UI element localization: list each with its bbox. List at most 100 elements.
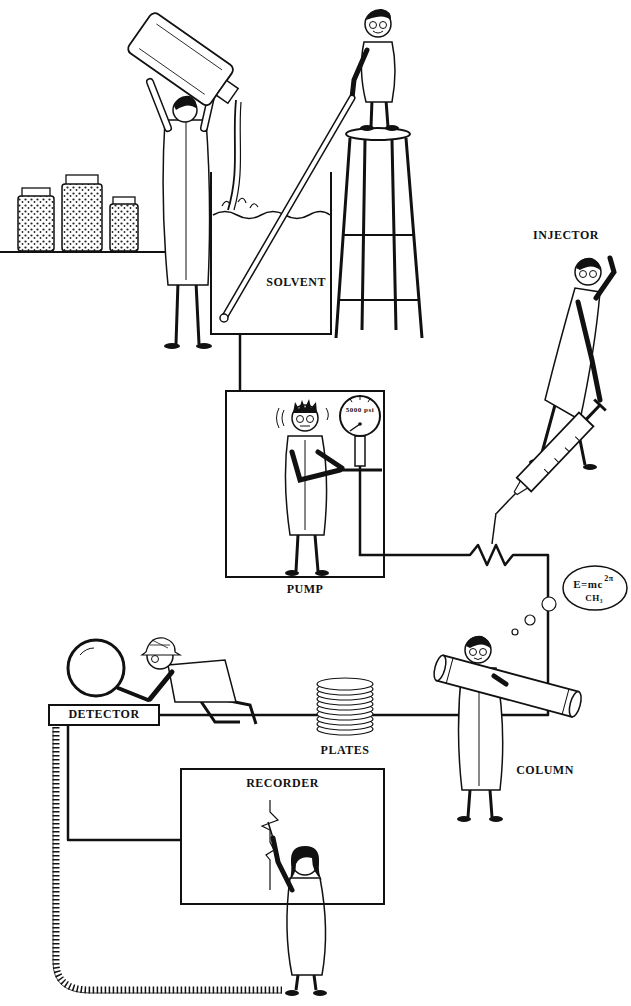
pump-gauge — [358, 422, 362, 426]
label-anchor: E=mc — [573, 578, 603, 591]
pump-gauge — [340, 396, 380, 436]
pump-chemist — [292, 452, 340, 480]
column-chemist — [494, 676, 506, 684]
column-chemist — [432, 654, 584, 718]
signal-cable — [56, 727, 282, 990]
pouring-chemist — [139, 24, 222, 94]
node-label: RECORDER — [246, 776, 319, 790]
node-label: SOLVENT — [266, 275, 326, 289]
recorder-chemist — [268, 822, 327, 996]
detector-chemist — [118, 688, 148, 700]
column-chemist — [512, 629, 518, 635]
stool — [336, 128, 422, 338]
recorder-chemist — [268, 822, 273, 838]
stirring-chemist — [220, 9, 399, 322]
stirring-chemist — [385, 125, 399, 131]
label-anchor: 2π — [604, 574, 613, 583]
node-label: DETECTOR — [68, 707, 139, 721]
injector-chemist — [590, 271, 597, 278]
injector-chemist — [578, 302, 600, 400]
stirring-chemist — [352, 50, 367, 98]
stirring-chemist — [224, 98, 352, 318]
recorder-chemist — [273, 838, 292, 890]
injector-chemist — [576, 258, 600, 270]
solvent-reservoir: SOLVENT — [210, 172, 332, 335]
column-chemist — [466, 636, 490, 648]
pump-gauge — [338, 469, 382, 472]
plates-stack — [317, 678, 373, 735]
pump-chemist — [305, 440, 306, 530]
label-anchor: CH₃ — [585, 593, 603, 603]
pump-gauge — [338, 396, 385, 555]
stirring-chemist — [360, 125, 374, 131]
recorder-chemist — [296, 975, 316, 990]
pump-chemist — [296, 535, 318, 571]
pipe-line — [239, 335, 242, 390]
solvent-liquid — [213, 212, 330, 219]
node-label: PUMP — [287, 582, 324, 596]
stirring-chemist — [220, 314, 228, 322]
syringe — [544, 437, 579, 474]
injector-chemist — [580, 271, 587, 278]
column-chemist — [480, 649, 487, 656]
gauge-reading: 5000 psi — [346, 406, 374, 414]
pump-chemist — [277, 408, 329, 428]
shelf-jars — [18, 196, 54, 251]
stirring-chemist — [371, 100, 388, 127]
pump-chemist — [318, 452, 342, 468]
stirring-chemist — [373, 31, 383, 33]
pipe-line — [68, 726, 180, 840]
column-chemist — [542, 597, 556, 611]
recorder-box: RECORDER — [180, 768, 385, 905]
injector-chemist — [583, 464, 597, 470]
thought-formula: E=mc — [573, 578, 603, 591]
column-chemist — [470, 649, 477, 656]
pump-chemist — [297, 416, 304, 423]
pump-chemist — [285, 570, 299, 576]
pump-box: PUMP — [225, 390, 385, 599]
thought-formula: 2π — [604, 574, 613, 583]
recorder-chemist — [285, 990, 299, 996]
detector-box: DETECTOR — [48, 704, 160, 726]
pouring-chemist — [176, 282, 199, 344]
pouring-chemist — [164, 343, 180, 349]
pouring-chemist — [186, 122, 187, 280]
stool — [336, 138, 422, 338]
label-anchor: INJECTOR — [533, 229, 599, 243]
detector-chemist — [150, 672, 172, 699]
detector-chemist — [152, 656, 159, 663]
solvent-liquid — [222, 198, 258, 208]
detector-chemist — [68, 640, 124, 696]
pump-chemist — [307, 416, 314, 423]
node-outline — [48, 704, 160, 726]
stirring-chemist — [366, 9, 391, 20]
pump-gauge — [350, 424, 360, 431]
pouring-chemist — [216, 80, 238, 103]
detector-chemist — [200, 700, 256, 724]
recorder-chemist — [290, 846, 322, 880]
syringe — [517, 413, 594, 492]
column-chemist — [474, 658, 482, 660]
node-outline — [180, 768, 385, 905]
pouring-chemist — [228, 100, 236, 210]
pouring-chemist — [196, 343, 212, 349]
plates-stack — [317, 678, 373, 690]
syringe — [496, 493, 515, 513]
pump-gauge — [355, 436, 365, 466]
label-anchor: PLATES — [321, 744, 370, 758]
node-outline — [210, 172, 332, 335]
node-outline — [225, 390, 385, 578]
pouring-chemist — [163, 120, 210, 285]
shelf-jars — [110, 204, 138, 251]
stool — [339, 235, 419, 300]
pump-chemist — [293, 399, 317, 413]
column-chemist — [457, 816, 471, 822]
detector-chemist — [68, 638, 256, 724]
injector-chemist — [545, 288, 600, 420]
column-chemist — [437, 655, 579, 716]
pouring-chemist — [234, 102, 241, 210]
syringe — [585, 405, 600, 421]
column-chemist — [567, 690, 583, 718]
shelf-jars — [62, 184, 102, 251]
